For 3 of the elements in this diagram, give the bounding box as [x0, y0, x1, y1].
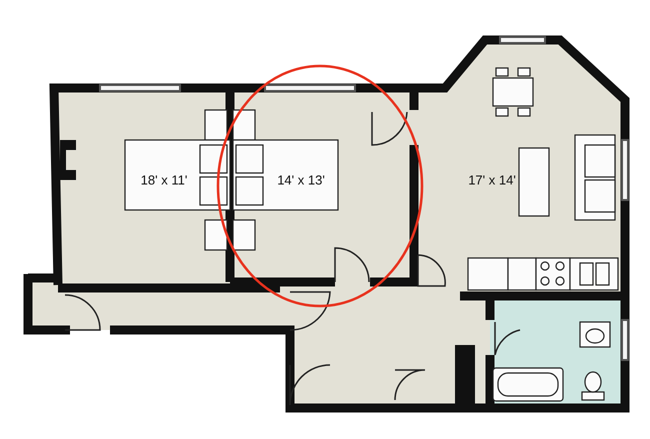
- room-dimension: 17' x 14': [468, 172, 516, 188]
- room-dimension: 14' x 13': [277, 172, 325, 188]
- room-dimension: 18' x 11': [140, 172, 188, 188]
